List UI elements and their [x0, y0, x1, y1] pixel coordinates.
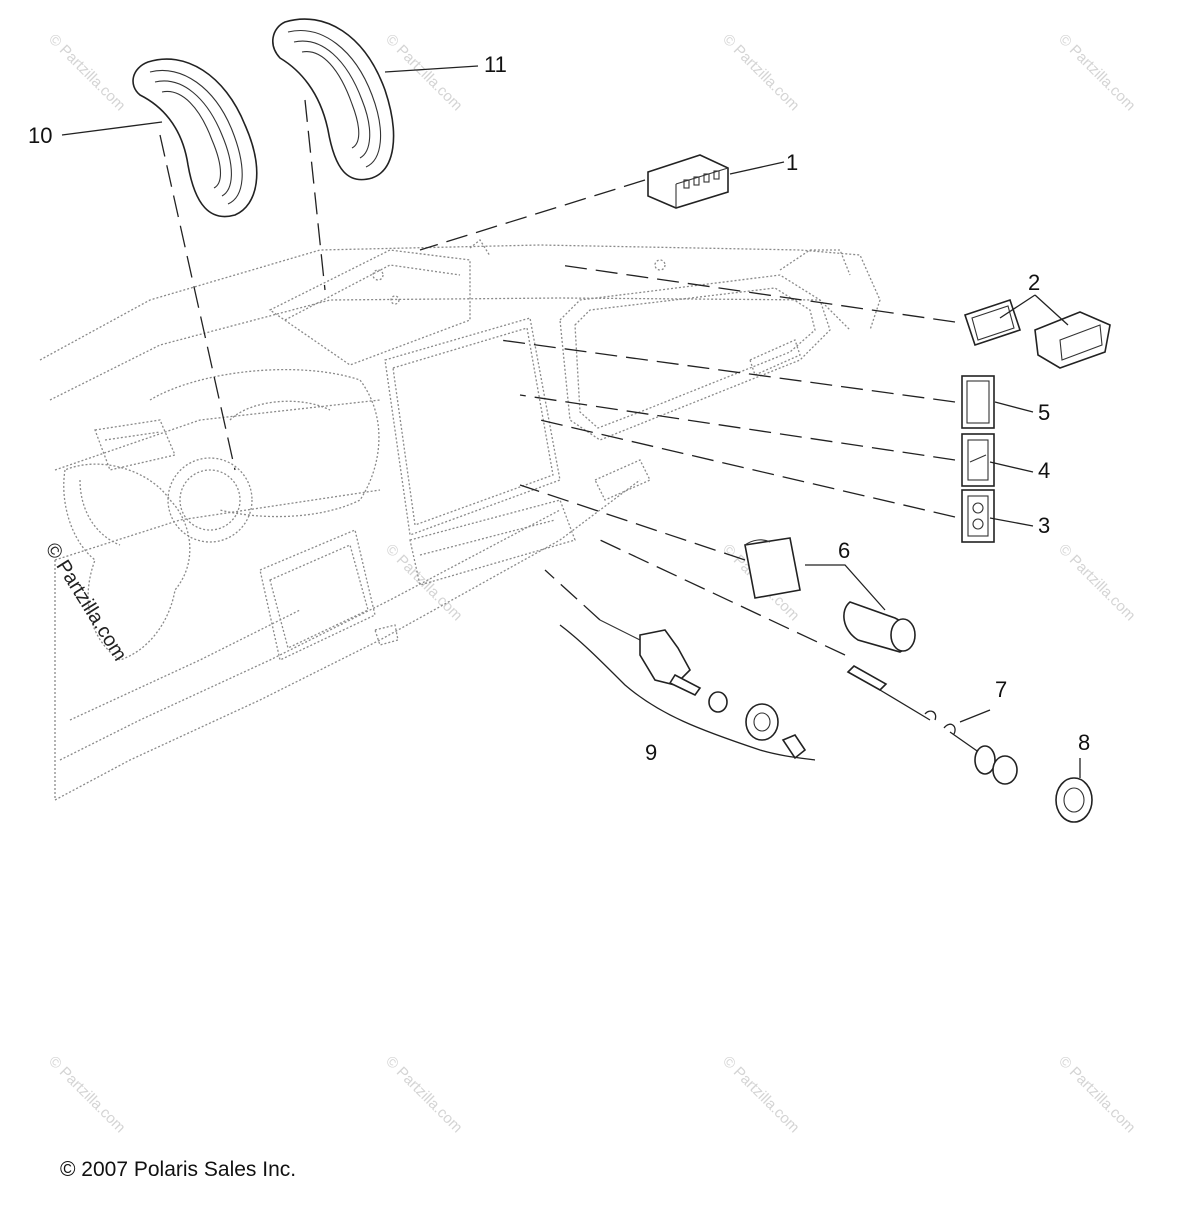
- callout-1: 1: [786, 150, 798, 175]
- leader-lines: [61, 65, 1081, 778]
- callout-3: 3: [1038, 513, 1050, 538]
- callout-2: 2: [1028, 270, 1040, 295]
- dashboard-outline: [39, 239, 881, 801]
- grip-10: [132, 58, 258, 218]
- watermark: © Partzilla.com: [719, 31, 802, 114]
- cable-part-7: [846, 665, 1018, 785]
- copyright-notice: © 2007 Polaris Sales Inc.: [60, 1158, 297, 1181]
- assembly-dash-lines: [159, 99, 956, 656]
- outlet-switch-part-3: [961, 489, 995, 543]
- watermark: © Partzilla.com: [1055, 541, 1138, 624]
- switch-plate-part-5: [961, 375, 995, 429]
- watermark: © Partzilla.com: [382, 31, 465, 114]
- watermark: © Partzilla.com: [45, 1053, 128, 1136]
- callout-7: 7: [995, 677, 1007, 702]
- watermark: © Partzilla.com: [1055, 1053, 1138, 1136]
- callout-labels: 10 11 1 2 5 4 3 6 7 8 9: [28, 52, 1090, 765]
- callout-9: 9: [645, 740, 657, 765]
- callout-10: 10: [28, 123, 52, 148]
- bushing-part-8: [1055, 777, 1093, 823]
- side-watermark: © Partzilla.com: [41, 539, 131, 665]
- callout-11: 11: [484, 52, 507, 77]
- watermark: © Partzilla.com: [382, 1053, 465, 1136]
- watermark: © Partzilla.com: [45, 31, 128, 114]
- watermark: © Partzilla.com: [719, 1053, 802, 1136]
- watermark: © Partzilla.com: [1055, 31, 1138, 114]
- socket-part-6: [744, 537, 916, 653]
- connector-part-1: [647, 154, 729, 209]
- grip-11: [272, 18, 395, 181]
- bezel-part-2: [963, 298, 1111, 369]
- rocker-switch-part-4: [961, 433, 995, 487]
- callout-4: 4: [1038, 458, 1050, 483]
- callout-6: 6: [838, 538, 850, 563]
- callout-5: 5: [1038, 400, 1050, 425]
- ignition-switch-part-9: [559, 619, 816, 761]
- callout-8: 8: [1078, 730, 1090, 755]
